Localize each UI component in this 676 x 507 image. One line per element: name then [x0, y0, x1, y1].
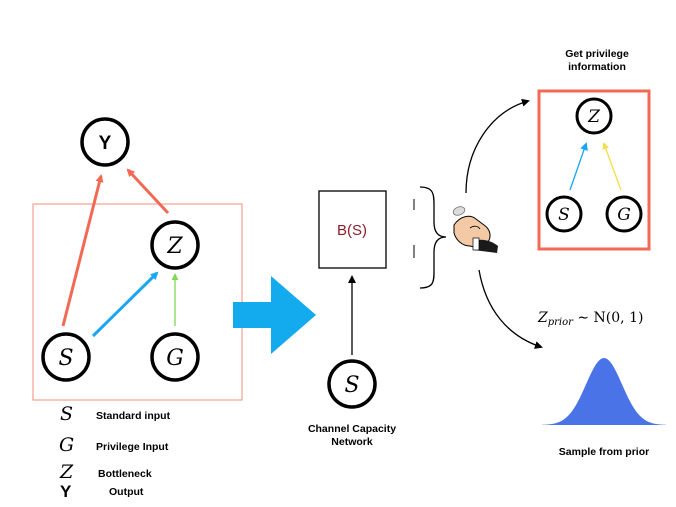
prior-formula-sub: prior: [548, 317, 574, 328]
right-node-s: S: [545, 195, 583, 233]
edge-z-to-y: [126, 168, 170, 215]
privilege-title-line1: Get privilege: [565, 48, 629, 60]
bottleneck-box: [318, 190, 387, 269]
edge-rs-to-rz: [569, 142, 588, 191]
edge-s-to-z: [91, 271, 159, 338]
right-node-g: G: [605, 195, 643, 233]
node-y: Y: [80, 117, 130, 167]
curly-brace: [419, 186, 447, 289]
legend-symbol-g: G: [59, 434, 74, 456]
legend-text-z: Bottleneck: [98, 468, 152, 480]
node-g-label: G: [166, 346, 184, 371]
big-right-arrow: [233, 276, 316, 354]
prior-formula-rest: ∼ N(0, 1): [573, 310, 644, 326]
node-z: Z: [150, 220, 200, 270]
legend: S Standard input G Privilege Input Z Bot…: [59, 403, 171, 501]
legend-symbol-y: Y: [60, 482, 72, 501]
curve-to-prior: [478, 269, 543, 349]
privilege-frame: [537, 89, 651, 251]
sample-caption: Sample from prior: [559, 446, 649, 458]
prior-formula-z: Z: [537, 310, 548, 326]
network-caption-line2: Network: [331, 436, 373, 448]
hand-flipping-coin-icon: [452, 206, 498, 253]
right-node-g-label: G: [617, 205, 631, 225]
legend-symbol-z: Z: [59, 461, 74, 483]
prior-formula: Zprior ∼ N(0, 1): [537, 310, 643, 328]
legend-text-s: Standard input: [96, 410, 171, 422]
gaussian-curve: [542, 358, 666, 425]
node-y-label: Y: [99, 133, 112, 154]
legend-symbol-s: S: [60, 403, 73, 425]
legend-text-g: Privilege Input: [96, 441, 169, 453]
node-s-label: S: [58, 346, 73, 371]
node-s: S: [41, 332, 91, 382]
right-node-z-label: Z: [587, 107, 601, 127]
privilege-title-line2: information: [568, 61, 626, 73]
bottleneck-box-label: B(S): [337, 222, 367, 239]
middle-node-s: S: [327, 359, 377, 409]
network-caption-line1: Channel Capacity: [308, 423, 396, 435]
node-g: G: [150, 332, 200, 382]
edge-rg-to-rz: [602, 142, 622, 191]
right-node-z: Z: [575, 97, 613, 135]
middle-node-s-label: S: [344, 373, 359, 398]
right-node-s-label: S: [558, 205, 570, 225]
edge-s-to-y: [61, 174, 104, 327]
legend-text-y: Output: [109, 486, 144, 498]
curve-to-privilege: [465, 98, 530, 194]
node-z-label: Z: [166, 234, 183, 259]
